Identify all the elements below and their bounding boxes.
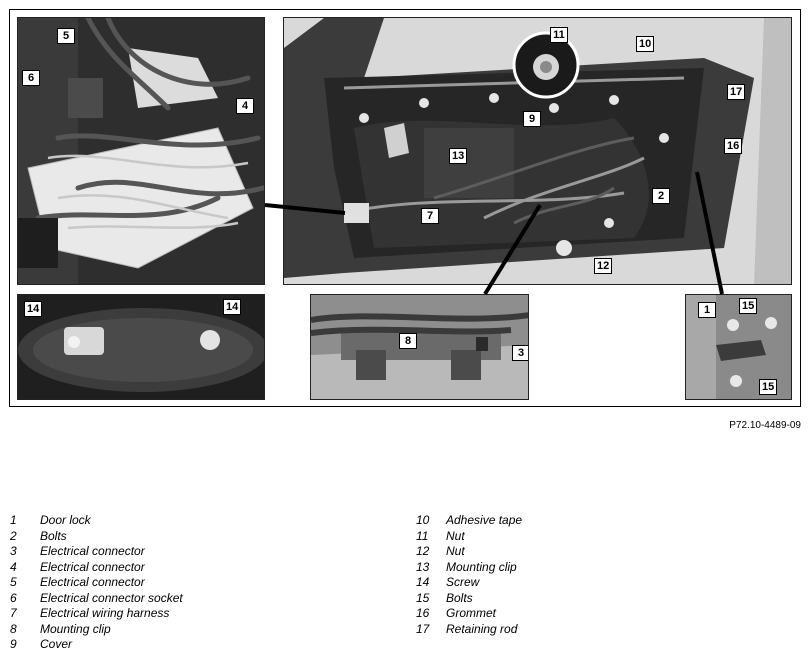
callout-5: 5: [57, 28, 75, 44]
callout-14-right: 14: [223, 299, 242, 315]
legend-label: Door lock: [40, 513, 91, 527]
legend-label: Screw: [446, 575, 480, 589]
callout-12: 12: [594, 258, 613, 274]
legend-label: Grommet: [446, 606, 497, 620]
legend-number: 17: [416, 621, 430, 636]
legend-item: 12 Nut: [416, 544, 796, 560]
legend-item: 1 Door lock: [10, 513, 390, 529]
callout-13: 13: [449, 148, 468, 164]
callout-14-left: 14: [24, 301, 43, 317]
legend-item: 2 Bolts: [10, 529, 390, 545]
legend-label: Bolts: [446, 590, 473, 605]
legend-label: Electrical connector socket: [40, 590, 183, 605]
callout-2: 2: [652, 188, 670, 204]
callout-15-bottom: 15: [759, 379, 778, 395]
legend-item: 9 Cover: [10, 637, 390, 653]
mounting-clip-illustration: [311, 295, 528, 399]
legend-item: 6 Electrical connector socket: [10, 591, 390, 607]
legend-item: 17 Retaining rod: [416, 622, 796, 638]
figure-code: P72.10-4489-09: [729, 420, 801, 431]
legend-item: 15 Bolts: [416, 591, 796, 607]
callout-10: 10: [636, 36, 655, 52]
legend-label: Electrical connector: [40, 544, 145, 558]
legend-number: 7: [10, 606, 17, 620]
callout-9: 9: [523, 111, 541, 127]
legend-item: 14 Screw: [416, 575, 796, 591]
legend-item: 5 Electrical connector: [10, 575, 390, 591]
callout-16: 16: [724, 138, 743, 154]
callout-17: 17: [727, 84, 746, 100]
legend-number: 1: [10, 513, 17, 527]
callout-4: 4: [236, 98, 254, 114]
legend-label: Adhesive tape: [446, 513, 523, 527]
legend-item: 8 Mounting clip: [10, 622, 390, 638]
legend-number: 3: [10, 544, 17, 558]
photo-door-panel: 11 10 17 9 13 16 2 7 12: [283, 17, 792, 285]
legend-label: Electrical connector: [40, 575, 145, 589]
callout-8: 8: [399, 333, 417, 349]
legend-number: 14: [416, 575, 430, 589]
legend-number: 16: [416, 606, 430, 620]
legend-label: Retaining rod: [446, 621, 518, 636]
photo-mounting-clip: 8 3: [310, 294, 529, 400]
legend-item: 11 Nut: [416, 529, 796, 545]
legend-number: 9: [10, 637, 17, 651]
legend-number: 5: [10, 575, 17, 589]
legend-number: 12: [416, 544, 430, 558]
legend-number: 6: [10, 590, 17, 605]
legend-label: Bolts: [40, 528, 67, 543]
legend-number: 10: [416, 513, 430, 527]
legend-number: 15: [416, 590, 430, 605]
photo-screws: 14 14: [17, 294, 265, 400]
legend-item: 4 Electrical connector: [10, 560, 390, 576]
legend-number: 13: [416, 559, 430, 574]
photo-connector-block: 5 6 4: [17, 17, 265, 285]
legend-number: 8: [10, 621, 17, 636]
callout-3: 3: [512, 345, 528, 361]
legend-item: 16 Grommet: [416, 606, 796, 622]
legend-number: 2: [10, 528, 17, 543]
legend-item: 13 Mounting clip: [416, 560, 796, 576]
legend-label: Electrical connector: [40, 559, 145, 574]
legend-item: 3 Electrical connector: [10, 544, 390, 560]
legend-label: Mounting clip: [40, 621, 111, 636]
door-panel-illustration: [284, 18, 791, 284]
photo-door-lock: 1 15 15: [685, 294, 792, 400]
legend-label: Electrical wiring harness: [40, 606, 170, 620]
connector-block-illustration: [18, 18, 264, 284]
callout-1: 1: [698, 302, 716, 318]
callout-11: 11: [550, 27, 568, 43]
legend-label: Cover: [40, 637, 73, 651]
legend-number: 4: [10, 559, 17, 574]
callout-6: 6: [22, 70, 40, 86]
legend-label: Nut: [446, 528, 465, 543]
legend-item: 7 Electrical wiring harness: [10, 606, 390, 622]
callout-7: 7: [421, 208, 439, 224]
legend-item: 10 Adhesive tape: [416, 513, 796, 529]
legend-number: 11: [416, 528, 429, 543]
legend-label: Mounting clip: [446, 559, 517, 574]
legend-label: Nut: [446, 544, 465, 558]
callout-15-top: 15: [739, 298, 758, 314]
